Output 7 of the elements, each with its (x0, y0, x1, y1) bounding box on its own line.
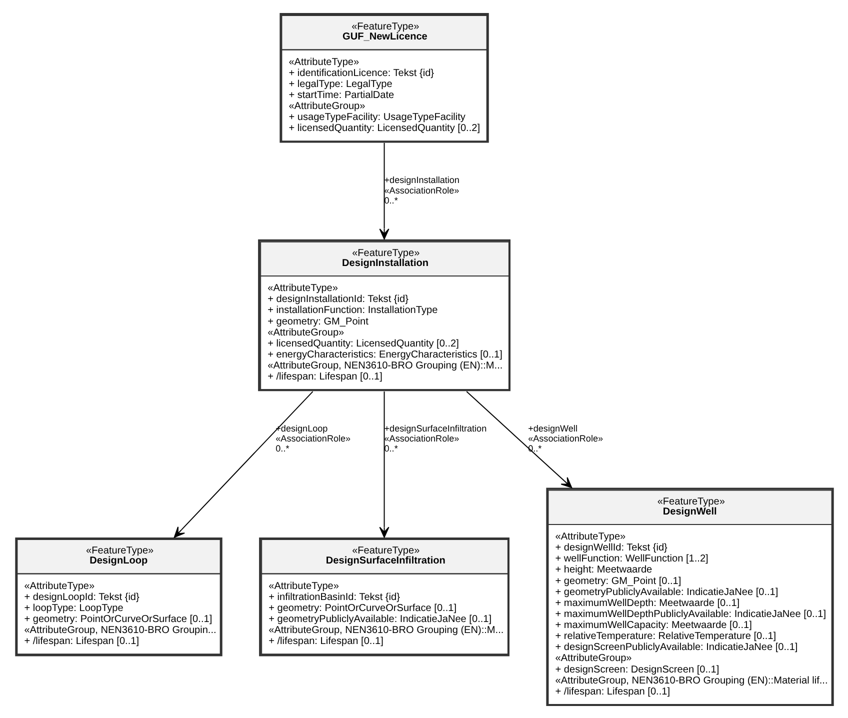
edge-label: +designSurfaceInfiltration «AssociationRole» 0..* (384, 423, 486, 454)
arrow (378, 391, 389, 538)
arrow (173, 390, 313, 538)
edge-label: +designWell «AssociationRole» 0..* (528, 423, 603, 454)
arrow (466, 390, 572, 488)
edge-label: +designInstallation «AssociationRole» 0..* (384, 174, 459, 205)
arrow (378, 142, 389, 239)
